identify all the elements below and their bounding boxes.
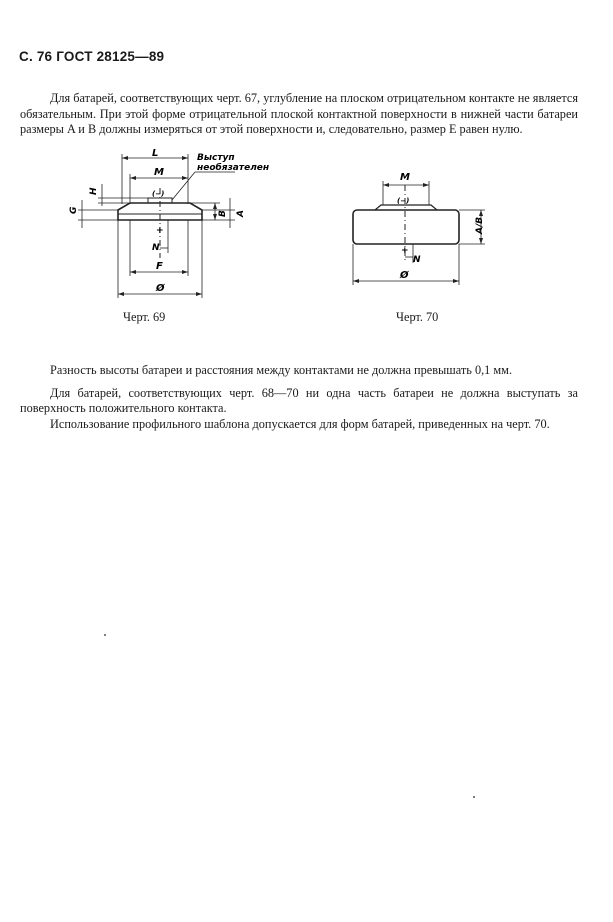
paragraph-template-usage: Использование профильного шаблона допуск… bbox=[50, 416, 550, 431]
caption-fig-70: Черт. 70 bbox=[396, 310, 439, 324]
paragraph-group: Для батарей, соответствующих черт. 68—70… bbox=[20, 386, 578, 432]
label-A: A bbox=[236, 210, 246, 218]
label-note-line1: Выступ bbox=[197, 153, 235, 163]
label-D: Ø bbox=[155, 282, 165, 294]
page-header: С. 76 ГОСТ 28125—89 bbox=[19, 49, 165, 64]
label-F: F bbox=[156, 261, 163, 272]
paragraph-height-tolerance: Разность высоты батареи и расстояния меж… bbox=[50, 363, 513, 378]
label-H: H bbox=[89, 187, 99, 195]
paragraph-protrusion: Для батарей, соответствующих черт. 68—70… bbox=[20, 386, 578, 416]
scan-speck bbox=[473, 796, 475, 798]
label-neg: (−) bbox=[152, 190, 164, 198]
paragraph-dimensions-note: Для батарей, соответствующих черт. 67, у… bbox=[20, 91, 578, 137]
label-plus: + bbox=[156, 226, 164, 236]
label-M: M bbox=[400, 172, 410, 183]
label-neg: (−) bbox=[397, 197, 409, 205]
label-N: N bbox=[152, 243, 160, 253]
caption-fig-69: Черт. 69 bbox=[123, 310, 166, 324]
label-plus: + bbox=[401, 246, 409, 256]
drawing-fig-70: M (−) A/B + N Ø bbox=[352, 172, 485, 285]
label-D: Ø bbox=[399, 269, 409, 281]
label-L: L bbox=[152, 148, 158, 159]
scan-speck bbox=[104, 634, 106, 636]
label-N: N bbox=[413, 255, 421, 265]
label-G: G bbox=[69, 207, 79, 214]
label-M: M bbox=[154, 167, 164, 178]
label-AB: A/B bbox=[475, 217, 485, 235]
drawing-fig-69: L M (−) Выступ необязателен H G B A + N … bbox=[69, 148, 269, 298]
label-note-line2: необязателен bbox=[197, 162, 269, 173]
label-B: B bbox=[218, 210, 228, 217]
